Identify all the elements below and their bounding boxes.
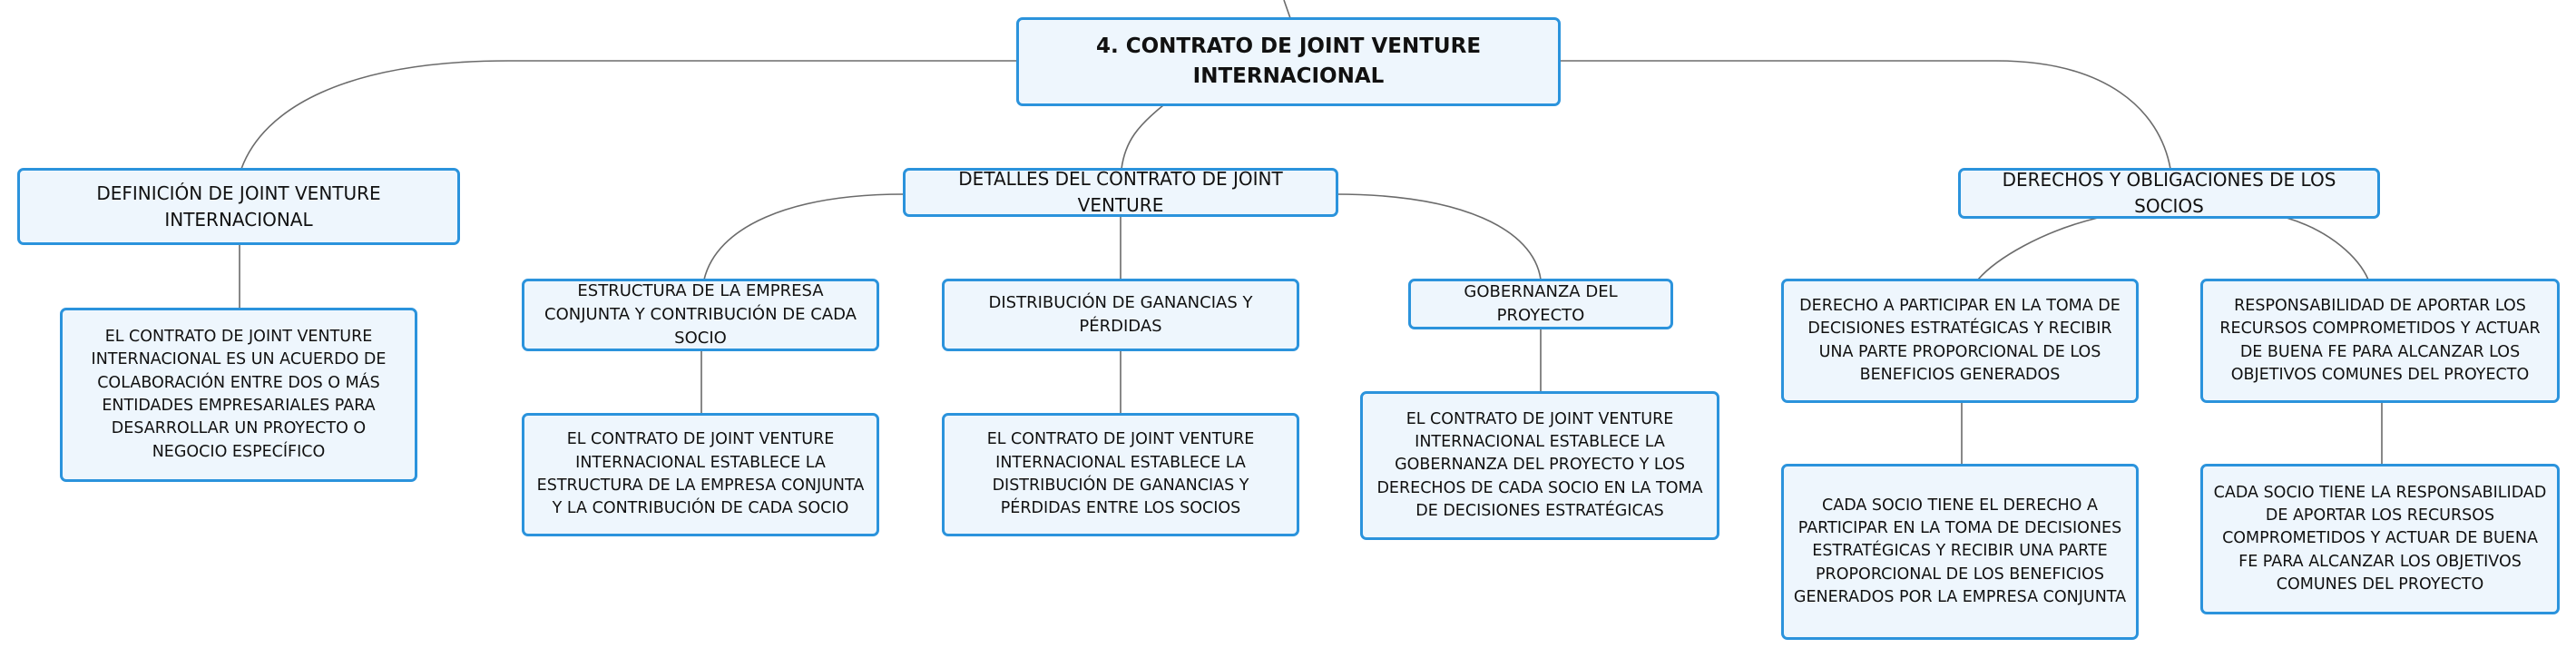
- detail-distribucion[interactable]: EL CONTRATO DE JOINT VENTURE INTERNACION…: [942, 413, 1299, 536]
- detail-gobernanza[interactable]: EL CONTRATO DE JOINT VENTURE INTERNACION…: [1360, 391, 1719, 540]
- subtopic-gobernanza[interactable]: GOBERNANZA DEL PROYECTO: [1408, 279, 1673, 329]
- connector-root-derechos: [1559, 60, 2171, 170]
- detail-participar[interactable]: CADA SOCIO TIENE EL DERECHO A PARTICIPAR…: [1781, 464, 2139, 640]
- subtopic-distribucion[interactable]: DISTRIBUCIÓN DE GANANCIAS Y PÉRDIDAS: [942, 279, 1299, 351]
- subtopic-responsabilidad[interactable]: RESPONSABILIDAD DE APORTAR LOS RECURSOS …: [2200, 279, 2560, 403]
- topic-definicion[interactable]: DEFINICIÓN DE JOINT VENTURE INTERNACIONA…: [17, 168, 460, 245]
- connector-root-up: [1283, 0, 1291, 19]
- connector-detalles-gobernanza: [1335, 193, 1542, 280]
- connector-derechos-responsabilidad: [2286, 217, 2369, 280]
- connector-root-definicion: [240, 60, 1016, 170]
- detail-responsabilidad[interactable]: CADA SOCIO TIENE LA RESPONSABILIDAD DE A…: [2200, 464, 2560, 614]
- connector-detalles-estructura: [703, 193, 905, 280]
- topic-detalles[interactable]: DETALLES DEL CONTRATO DE JOINT VENTURE: [903, 168, 1338, 217]
- connector-root-detalles: [1121, 104, 1164, 170]
- topic-derechos[interactable]: DERECHOS Y OBLIGACIONES DE LOS SOCIOS: [1958, 168, 2380, 219]
- subtopic-estructura[interactable]: ESTRUCTURA DE LA EMPRESA CONJUNTA Y CONT…: [522, 279, 879, 351]
- detail-estructura[interactable]: EL CONTRATO DE JOINT VENTURE INTERNACION…: [522, 413, 879, 536]
- subtopic-participar[interactable]: DERECHO A PARTICIPAR EN LA TOMA DE DECIS…: [1781, 279, 2139, 403]
- root-topic[interactable]: 4. CONTRATO DE JOINT VENTURE INTERNACION…: [1016, 17, 1561, 106]
- connector-derechos-participar: [1977, 217, 2099, 280]
- subtopic-definicion-leaf[interactable]: EL CONTRATO DE JOINT VENTURE INTERNACION…: [60, 308, 417, 482]
